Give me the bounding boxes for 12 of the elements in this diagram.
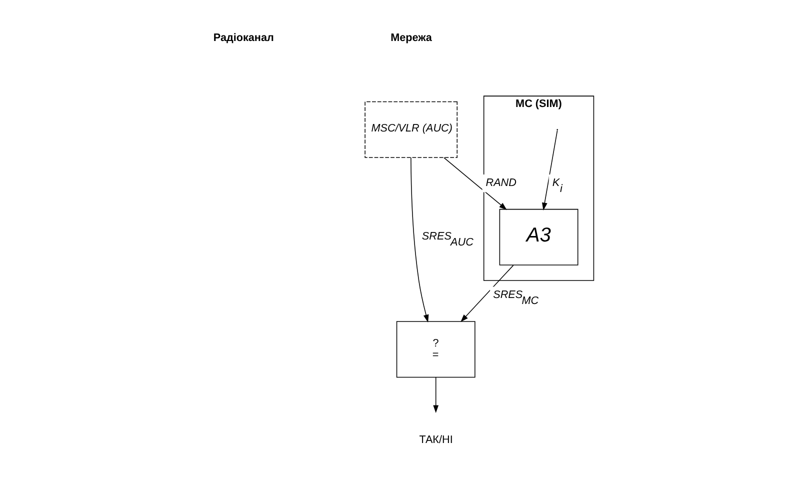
node-box: MSC/VLR (AUC) [364,101,458,158]
arrow [460,264,514,322]
arrow [444,157,507,210]
node-text: ТАК/НІ [419,434,453,446]
label: Мережа [390,32,432,44]
arrow [410,157,429,322]
edge-label: RAND [486,176,516,189]
arrow [542,130,558,210]
label: Радіоканал [213,32,274,44]
node-box: A3 [499,208,578,266]
node-box: ? = [396,321,476,378]
arrow [433,376,439,413]
